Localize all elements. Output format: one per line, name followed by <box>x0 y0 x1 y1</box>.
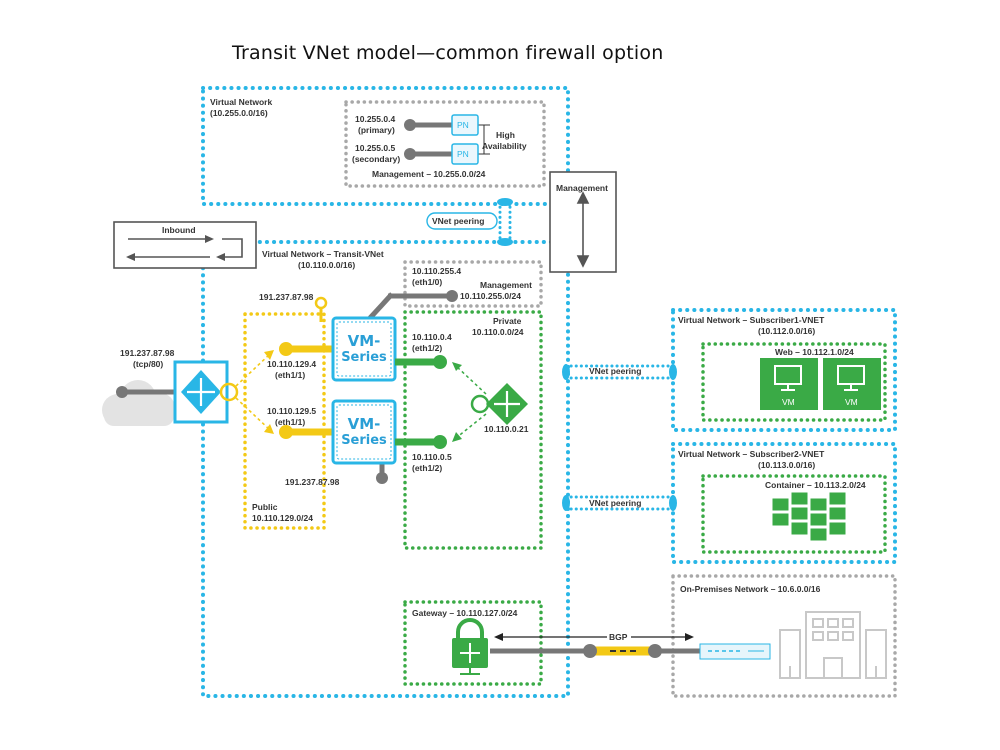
private-subnet-cidr: 10.110.0.0/24 <box>472 327 524 337</box>
internal-lb-ip: 10.110.0.21 <box>484 424 529 434</box>
container-icon <box>771 491 847 542</box>
vm2-public-if: (eth1/1) <box>275 417 306 427</box>
mgmt-subnet-ip: 10.110.255.4 <box>412 266 462 276</box>
vnet-peering-top-label: VNet peering <box>432 216 485 226</box>
internal-load-balancer-icon <box>470 383 528 425</box>
subscriber2-name: Virtual Network – Subscriber2-VNET <box>678 449 825 459</box>
vpn-device-icon <box>699 643 771 660</box>
public-ip-top: 191.237.87.98 <box>259 292 314 302</box>
vm2-private-ip: 10.110.0.5 <box>412 452 452 462</box>
transit-vnet-name: Virtual Network – Transit-VNet <box>262 249 384 259</box>
private-links <box>395 355 487 449</box>
web-subnet-label: Web – 10.112.1.0/24 <box>775 347 854 357</box>
transit-vnet-cidr: (10.110.0.0/16) <box>298 260 356 270</box>
subscriber1-cidr: (10.112.0.0/16) <box>758 326 816 336</box>
panorama-primary-role: (primary) <box>358 125 395 135</box>
panorama-subnet-label: Management – 10.255.0.0/24 <box>372 169 486 179</box>
building-icon <box>779 611 887 679</box>
lb-public-port: (tcp/80) <box>133 359 164 369</box>
panorama-secondary-ip: 10.255.0.5 <box>355 143 396 153</box>
gateway-subnet-box <box>403 600 543 686</box>
bgp-link <box>490 631 700 658</box>
mgmt-subnet-box <box>403 260 543 308</box>
bgp-label: BGP <box>609 632 628 642</box>
onprem-network-box <box>671 574 897 698</box>
container-subnet-box <box>701 474 887 554</box>
container-subnet-label: Container – 10.113.2.0/24 <box>765 480 866 490</box>
panorama-subnet-box <box>344 100 546 188</box>
public-subnet-cidr: 10.110.129.0/24 <box>252 513 313 523</box>
mgmt-subnet-cidr: 10.110.255.0/24 <box>460 291 521 301</box>
vm2-label-line1: VM- <box>347 415 381 433</box>
inbound-box <box>113 221 257 269</box>
vm1-label-line1: VM- <box>347 332 381 350</box>
gateway-subnet-label: Gateway – 10.110.127.0/24 <box>412 608 518 618</box>
mgmt-vnet-name: Virtual Network <box>210 97 273 107</box>
load-balancer-icon <box>173 360 239 424</box>
panorama-badge-primary: PN <box>457 120 469 130</box>
subscriber2-cidr: (10.113.0.0/16) <box>758 460 816 470</box>
ha-label-line1: High <box>496 130 515 140</box>
private-subnet-name: Private <box>493 316 522 326</box>
panorama-secondary-role: (secondary) <box>352 154 401 164</box>
mgmt-subnet-name: Management <box>480 280 532 290</box>
vm2-label-line2: Series <box>341 433 387 448</box>
vnet-peering-sub1-label: VNet peering <box>589 366 642 376</box>
panorama-badge-secondary: PN <box>457 149 469 159</box>
panorama-links <box>404 119 490 160</box>
vm1-public-ip: 10.110.129.4 <box>267 359 317 369</box>
vm2-public-ip: 10.110.129.5 <box>267 406 317 416</box>
lb-fanout-arrows <box>235 353 271 431</box>
vnet-peering-top <box>426 198 513 246</box>
vm1-private-ip: 10.110.0.4 <box>412 332 452 342</box>
management-box-label: Management <box>556 183 608 193</box>
ha-label-line2: Availability <box>482 141 527 151</box>
diagram-title: Transit VNet model—common firewall optio… <box>232 42 664 64</box>
transit-vnet-box <box>201 240 570 698</box>
subscriber1-name: Virtual Network – Subscriber1-VNET <box>678 315 825 325</box>
web-vm2-label: VM <box>845 397 858 407</box>
vm2-private-if: (eth1/2) <box>412 463 443 473</box>
panorama-primary-ip: 10.255.0.4 <box>355 114 396 124</box>
vm-icon <box>760 358 881 410</box>
web-subnet-box <box>701 342 887 422</box>
private-subnet-box <box>403 310 543 550</box>
vm1-label-line2: Series <box>341 350 387 365</box>
public-links <box>279 296 336 439</box>
onprem-network-label: On-Premises Network – 10.6.0.0/16 <box>680 584 821 594</box>
vpn-gateway-lock-icon <box>452 618 488 675</box>
double-arrow-icon <box>576 191 590 268</box>
vnet-peering-sub2-label: VNet peering <box>589 498 642 508</box>
public-ip-bottom: 191.237.87.98 <box>285 477 340 487</box>
public-subnet-name: Public <box>252 502 278 512</box>
panorama-icon <box>451 114 479 165</box>
lb-public-ip: 191.237.87.98 <box>120 348 175 358</box>
vm1-private-if: (eth1/2) <box>412 343 443 353</box>
vnet-peering-sub1 <box>562 364 677 380</box>
web-vm1-label: VM <box>782 397 795 407</box>
cloud-icon <box>102 380 175 426</box>
vnet-peering-sub2 <box>562 495 677 511</box>
vm-series-icon <box>331 316 397 465</box>
inbound-label: Inbound <box>162 225 196 235</box>
mgmt-subnet-iface: (eth1/0) <box>412 277 443 287</box>
vm1-public-if: (eth1/1) <box>275 370 306 380</box>
mgmt-vnet-cidr: (10.255.0.0/16) <box>210 108 268 118</box>
